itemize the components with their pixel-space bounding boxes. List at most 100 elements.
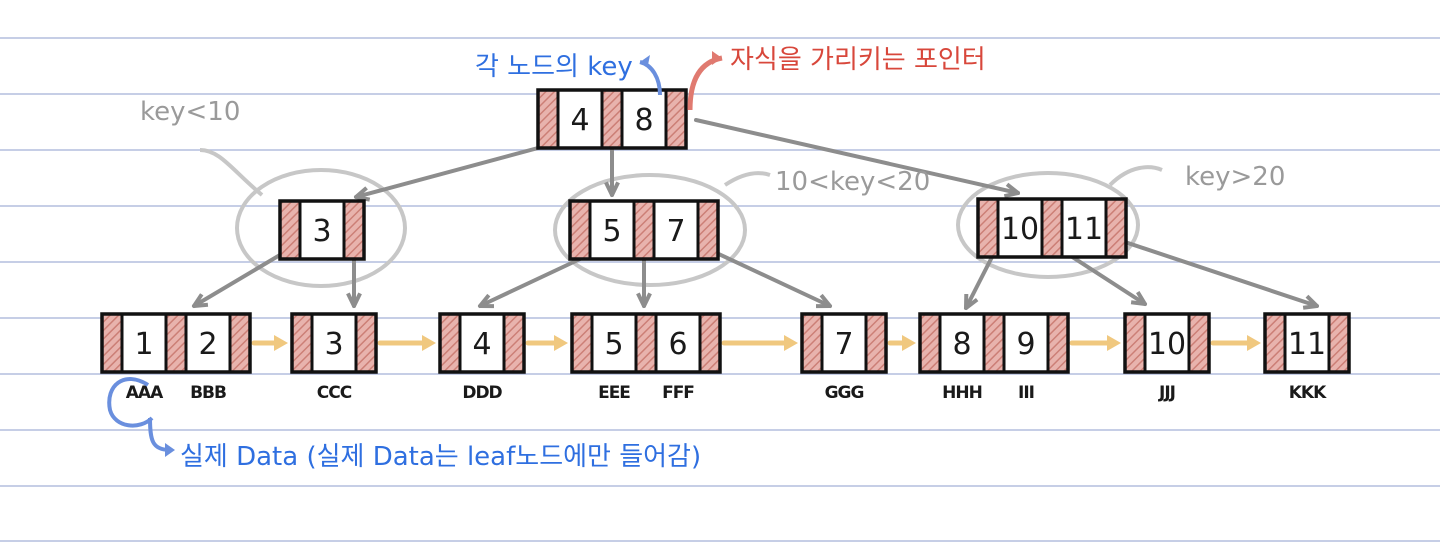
key-value: 5 bbox=[602, 214, 621, 249]
child-pointer-cell bbox=[538, 90, 558, 148]
node-border bbox=[800, 312, 888, 374]
key-value: 10 bbox=[1001, 212, 1039, 247]
key-value: 8 bbox=[634, 103, 653, 138]
child-pointer-cell bbox=[280, 201, 300, 259]
child-pointer-cell bbox=[1106, 199, 1126, 257]
key-cell bbox=[622, 90, 666, 148]
data-callout-circle bbox=[107, 377, 154, 428]
range-label-right: key>20 bbox=[1185, 162, 1285, 192]
leaf-link-head bbox=[784, 335, 798, 351]
leaf-link-head bbox=[422, 335, 436, 351]
child-pointer-cell bbox=[166, 314, 186, 372]
child-pointer-cell bbox=[978, 199, 998, 257]
node-border bbox=[438, 312, 526, 374]
child-pointer-cell bbox=[292, 314, 312, 372]
leaf-link-head bbox=[554, 335, 568, 351]
node-border bbox=[100, 312, 252, 374]
child-pointer-cell bbox=[572, 314, 592, 372]
key-cell bbox=[312, 314, 356, 372]
child-pointer-cell bbox=[602, 90, 622, 148]
child-pointer-cell bbox=[634, 201, 654, 259]
tree-edge-head bbox=[815, 293, 832, 309]
range-callout-right bbox=[1108, 165, 1163, 187]
key-value: 11 bbox=[1288, 327, 1326, 362]
leaf-data-label: AAA bbox=[126, 383, 164, 403]
child-pointer-cell bbox=[230, 314, 250, 372]
tree-edge-head bbox=[1130, 290, 1147, 306]
node-border bbox=[1263, 312, 1351, 374]
internal-node: 3 bbox=[278, 199, 366, 261]
key-value: 10 bbox=[1148, 327, 1186, 362]
child-pointer-cell bbox=[636, 314, 656, 372]
leaf-data-label: CCC bbox=[317, 383, 352, 403]
child-pointer-cell bbox=[356, 314, 376, 372]
leaf-data-label: HHH bbox=[942, 383, 982, 403]
leaf-data-label: FFF bbox=[662, 383, 694, 403]
range-circle-left bbox=[235, 168, 407, 288]
key-value: 7 bbox=[666, 214, 685, 249]
key-cell bbox=[558, 90, 602, 148]
key-value: 3 bbox=[324, 327, 343, 362]
tree-edge bbox=[192, 247, 292, 308]
key-value: 2 bbox=[198, 327, 217, 362]
key-cell bbox=[592, 314, 636, 372]
child-pointer-cell bbox=[1265, 314, 1285, 372]
key-cell bbox=[186, 314, 230, 372]
child-pointer-cell bbox=[700, 314, 720, 372]
child-pointer-cell bbox=[698, 201, 718, 259]
tree-edge bbox=[706, 247, 832, 308]
leaf-link-head bbox=[1247, 335, 1261, 351]
key-label-arrowhead bbox=[640, 55, 650, 65]
child-pointer-cell bbox=[440, 314, 460, 372]
key-cell bbox=[122, 314, 166, 372]
key-label: 각 노드의 key bbox=[475, 52, 633, 82]
tree-edge-head bbox=[1302, 294, 1319, 310]
node-border bbox=[976, 197, 1128, 259]
range-callout-left bbox=[199, 148, 264, 197]
child-pointer-cell bbox=[920, 314, 940, 372]
key-value: 1 bbox=[134, 327, 153, 362]
leaf-data-label: GGG bbox=[825, 383, 864, 403]
key-cell bbox=[656, 314, 700, 372]
child-pointer-cell bbox=[1048, 314, 1068, 372]
leaf-link-head bbox=[274, 335, 288, 351]
tree-edge bbox=[1114, 237, 1319, 308]
child-pointer-cell bbox=[102, 314, 122, 372]
key-value: 3 bbox=[312, 214, 331, 249]
key-value: 8 bbox=[952, 327, 971, 362]
tree-edge-head bbox=[346, 292, 362, 308]
child-pointer-cell bbox=[344, 201, 364, 259]
leaf-data-label: EEE bbox=[598, 383, 630, 403]
key-cell bbox=[1062, 199, 1106, 257]
key-cell bbox=[940, 314, 984, 372]
key-value: 6 bbox=[668, 327, 687, 362]
leaf-data-label: III bbox=[1018, 383, 1034, 403]
node-border bbox=[1123, 312, 1211, 374]
key-cell bbox=[822, 314, 866, 372]
key-cell bbox=[654, 201, 698, 259]
pointer-label-arrowhead bbox=[712, 51, 722, 65]
child-pointer-cell bbox=[666, 90, 686, 148]
child-pointer-cell bbox=[1042, 199, 1062, 257]
key-value: 9 bbox=[1016, 327, 1035, 362]
tree-edge-head bbox=[1003, 182, 1020, 199]
child-pointer-cell bbox=[1329, 314, 1349, 372]
tree-edge bbox=[354, 146, 540, 199]
tree-edge-head bbox=[192, 293, 209, 308]
range-callout-middle bbox=[723, 171, 771, 187]
data-note: 실제 Data (실제 Data는 leaf노드에만 들어감) bbox=[180, 442, 701, 472]
key-value: 5 bbox=[604, 327, 623, 362]
key-value: 7 bbox=[834, 327, 853, 362]
child-pointer-cell bbox=[1125, 314, 1145, 372]
child-pointer-cell bbox=[984, 314, 1004, 372]
tree-edge bbox=[478, 257, 582, 308]
tree-edge-head bbox=[478, 293, 495, 309]
